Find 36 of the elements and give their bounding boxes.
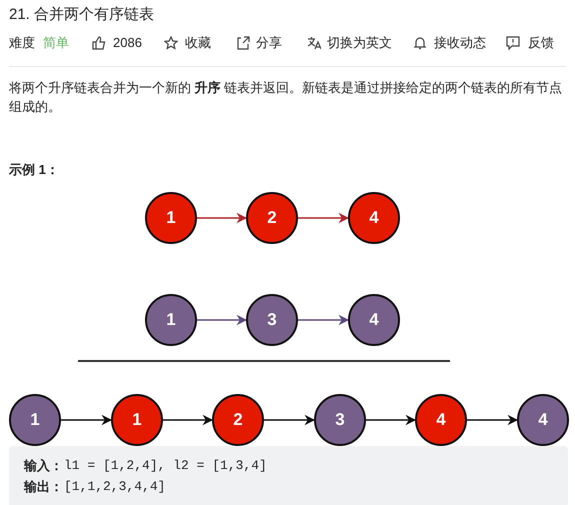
list-node: 4 (348, 192, 400, 244)
description-text: 将两个升序链表合并为一个新的 升序 链表并返回。新链表是通过拼接给定的两个链表的所有节点组成的。 (9, 79, 564, 116)
input-label: 输入： (24, 457, 63, 475)
page-title: 21. 合并两个有序链表 (9, 5, 154, 24)
list-node: 1 (145, 192, 197, 244)
arrow (298, 314, 350, 326)
list-node: 1 (145, 294, 197, 346)
list-node: 3 (246, 294, 298, 346)
favorite-link: 收藏 (185, 34, 211, 52)
arrow (467, 414, 518, 426)
list-node: 2 (246, 192, 298, 244)
arrow (366, 414, 416, 426)
list-node: 1 (111, 394, 163, 446)
arrow (298, 212, 350, 224)
like-count: 2086 (113, 34, 142, 52)
difficulty-label: 难度 (9, 34, 35, 52)
list-node: 4 (517, 394, 569, 446)
list-node: 4 (415, 394, 467, 446)
list-node: 4 (348, 294, 400, 346)
share-link: 分享 (256, 34, 282, 52)
arrow (197, 212, 248, 224)
list-node: 3 (314, 394, 366, 446)
list-node: 2 (212, 394, 264, 446)
subscribe-link: 接收动态 (434, 34, 486, 52)
language-switch-link: 切换为英文 (327, 34, 392, 52)
list-node: 1 (9, 394, 61, 446)
difficulty-level: 简单 (43, 34, 69, 52)
arrow (61, 414, 112, 426)
arrow (264, 414, 316, 426)
arrow (197, 314, 248, 326)
output-value: [1,1,2,3,4,4] (64, 478, 166, 496)
feedback-link: 反馈 (528, 34, 554, 52)
example-heading: 示例 1： (9, 161, 59, 179)
arrow (163, 414, 214, 426)
input-value: l1 = [1,2,4], l2 = [1,3,4] (64, 457, 267, 475)
output-label: 输出： (24, 478, 63, 496)
